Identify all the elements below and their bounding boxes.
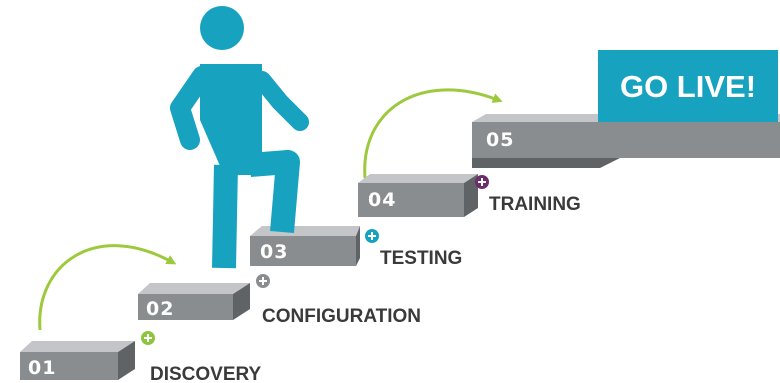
arrow-step1-to-step2 (38, 244, 177, 331)
step-02-side (233, 283, 250, 320)
walking-person-icon (170, 6, 309, 269)
person-torso (200, 64, 262, 175)
plus-icon-step-01 (141, 331, 155, 345)
go-live-box (598, 50, 778, 122)
step-01-side (118, 341, 135, 380)
step-03-front (250, 236, 356, 266)
plus-icon-step-03 (365, 229, 379, 243)
step-02-top (138, 283, 250, 294)
step-05-shadow (472, 158, 620, 168)
step-04: 04 (358, 174, 478, 217)
step-02: 02 (138, 283, 250, 320)
step-04-front (358, 183, 464, 217)
step-05-front (472, 122, 780, 158)
step-01: 01 (20, 341, 135, 380)
step-02-label: CONFIGURATION (262, 306, 421, 327)
person-arm-back (170, 66, 212, 150)
go-live-banner: GO LIVE! (598, 50, 778, 122)
step-03-side (356, 226, 360, 266)
step-01-front (20, 352, 118, 380)
plus-icon-step-04 (475, 175, 489, 189)
step-04-top (358, 174, 478, 183)
step-04-side (464, 174, 478, 217)
person-leg-back (212, 164, 238, 269)
person-leg-front (249, 150, 300, 234)
step-05: 05 (472, 114, 780, 168)
arrow-step4-to-step5 (363, 88, 503, 179)
step-01-label: DISCOVERY (150, 364, 262, 383)
step-03-number: 03 (260, 241, 288, 263)
step-03-label: TESTING (380, 248, 462, 269)
person-head (200, 6, 244, 50)
step-01-top (20, 341, 135, 352)
step-05-number: 05 (486, 129, 514, 151)
step-04-number: 04 (368, 189, 396, 211)
go-live-text: GO LIVE! (620, 69, 756, 104)
step-03: 03 (250, 226, 360, 266)
step-04-label: TRAINING (489, 194, 581, 215)
plus-icon-step-02 (256, 274, 270, 288)
step-03-top (250, 226, 360, 236)
step-02-number: 02 (146, 298, 174, 320)
person-arm-front (253, 71, 309, 131)
step-02-front (138, 294, 233, 320)
step-01-number: 01 (28, 357, 56, 379)
